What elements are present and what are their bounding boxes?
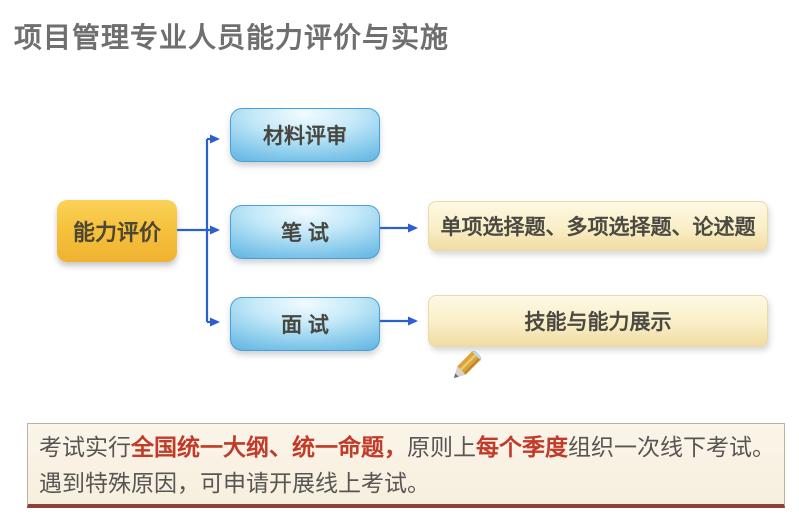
- pencil-icon: [453, 350, 482, 379]
- notice-line-2: 遇到特殊原因，可申请开展线上考试。: [39, 465, 773, 501]
- notice-box: 考试实行全国统一大纲、统一命题，原则上每个季度组织一次线下考试。 遇到特殊原因，…: [27, 423, 785, 508]
- node-material-review: 材料评审: [230, 108, 380, 162]
- node-label: 能力评价: [72, 220, 161, 245]
- node-label: 面 试: [281, 314, 329, 337]
- notice-text: 遇到特殊原因，可申请开展线上考试。: [39, 470, 430, 496]
- node-label: 技能与能力展示: [524, 311, 672, 334]
- notice-line-1: 考试实行全国统一大纲、统一命题，原则上每个季度组织一次线下考试。: [39, 429, 775, 465]
- node-question-types: 单项选择题、多项选择题、论述题: [428, 201, 768, 251]
- node-label: 材料评审: [263, 125, 347, 148]
- notice-emphasis-text: 全国统一大纲、统一命题，: [131, 434, 407, 460]
- notice-text: 原则上: [407, 434, 476, 460]
- node-written-test: 笔 试: [230, 205, 380, 259]
- node-label: 单项选择题、多项选择题、论述题: [440, 216, 756, 239]
- page-title: 项目管理专业人员能力评价与实施: [14, 22, 450, 53]
- node-capability-evaluation: 能力评价: [57, 200, 177, 262]
- node-interview: 面 试: [230, 297, 380, 351]
- node-label: 笔 试: [281, 222, 329, 245]
- node-skills-demonstration: 技能与能力展示: [428, 295, 768, 347]
- notice-text: 考试实行: [39, 434, 131, 460]
- notice-emphasis-text: 每个季度: [476, 434, 568, 460]
- notice-text: 组织一次线下考试。: [568, 434, 775, 460]
